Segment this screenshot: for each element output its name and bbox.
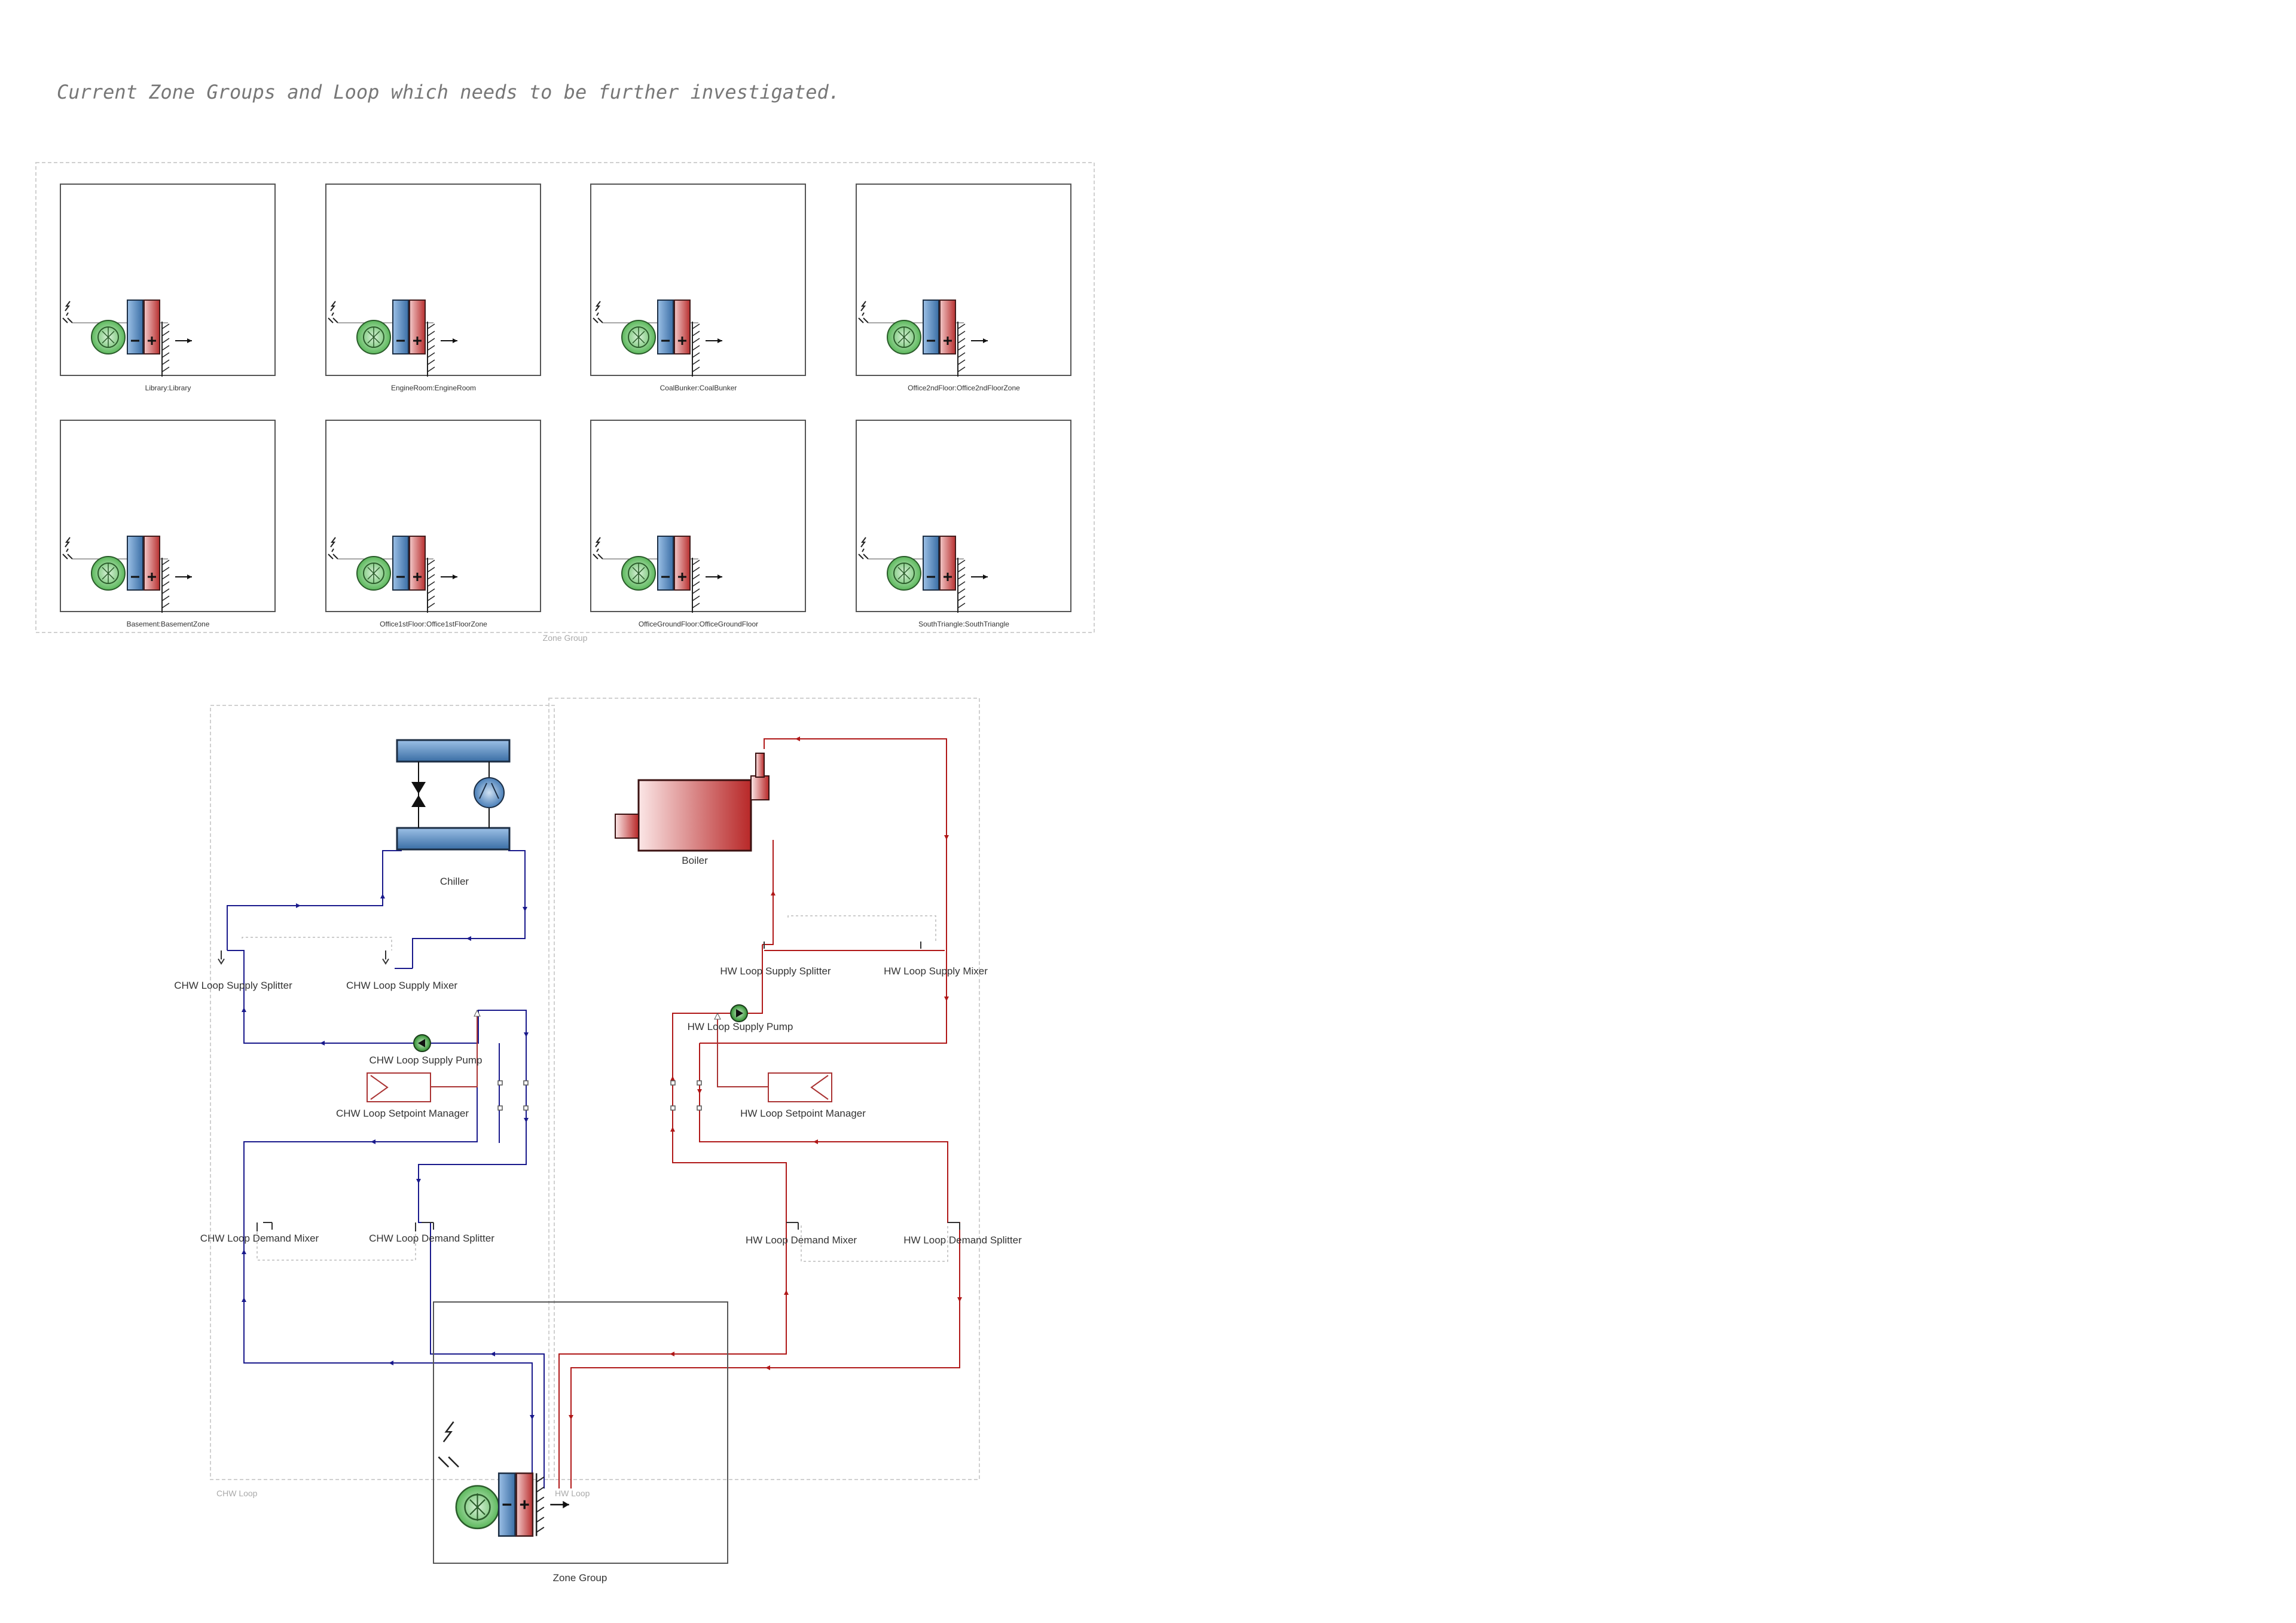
hw-setpoint-manager-label: HW Loop Setpoint Manager [740,1108,866,1119]
zone-label: CoalBunker:CoalBunker [660,384,737,392]
zone-group-panel-border [35,162,1095,633]
zone-tile[interactable]: EngineRoom:EngineRoom [325,184,541,392]
zone-tile[interactable]: Office1stFloor:Office1stFloorZone [325,420,541,628]
hw-supply-pump-label: HW Loop Supply Pump [688,1021,793,1032]
compressor-icon [474,777,505,808]
node-symbols [218,942,960,1231]
zone-group-label: Zone Group [553,1572,607,1584]
chw-supply-pump[interactable] [413,1034,431,1052]
flow-arrows [242,736,962,1420]
zone-label: OfficeGroundFloor:OfficeGroundFloor [639,620,758,628]
zone-tile[interactable]: OfficeGroundFloor:OfficeGroundFloor [590,420,806,628]
hw-demand-splitter-label: HW Loop Demand Splitter [903,1234,1022,1246]
zone-tile[interactable]: SouthTriangle:SouthTriangle [856,420,1071,628]
hw-supply-mixer-label: HW Loop Supply Mixer [884,965,988,977]
zone-tile[interactable]: Library:Library [60,184,276,392]
page-note: Current Zone Groups and Loop which needs… [57,81,840,103]
zone-group-panel: Zone Group Library:Library EngineRoom:En… [35,162,1095,643]
chw-demand-mixer-label: CHW Loop Demand Mixer [200,1233,319,1244]
dashed-connectors [242,915,948,1262]
hw-setpoint-manager[interactable] [714,1012,832,1102]
chw-loop-group-label: CHW Loop [216,1488,258,1498]
chw-setpoint-manager-label: CHW Loop Setpoint Manager [336,1108,469,1119]
zone-label: Library:Library [145,384,191,392]
chw-demand-splitter-label: CHW Loop Demand Splitter [369,1233,494,1244]
boiler-label: Boiler [682,855,708,866]
hw-supply-pump[interactable] [730,1004,748,1022]
bypass-nodes [497,1080,702,1111]
zone-label: Basement:BasementZone [127,620,210,628]
zone-group[interactable]: Zone Group [433,1301,728,1584]
zone-group-panel-caption: Zone Group [543,633,588,643]
hw-demand-mixer-label: HW Loop Demand Mixer [746,1234,857,1246]
zone-tile[interactable]: Office2ndFloor:Office2ndFloorZone [856,184,1071,392]
zone-label: Office2ndFloor:Office2ndFloorZone [908,384,1020,392]
hw-loop-group-border [548,698,980,1480]
zone-label: EngineRoom:EngineRoom [391,384,476,392]
hw-loop-group-label: HW Loop [555,1488,590,1498]
chiller[interactable]: Chiller [396,739,511,887]
hw-supply-splitter-label: HW Loop Supply Splitter [720,965,831,977]
chw-supply-mixer-label: CHW Loop Supply Mixer [346,980,457,991]
chw-setpoint-manager[interactable] [367,1009,481,1102]
zone-tile[interactable]: CoalBunker:CoalBunker [590,184,806,392]
chw-loop-group-border [210,705,555,1480]
zone-label: SouthTriangle:SouthTriangle [918,620,1009,628]
chw-pipes [227,850,545,1488]
chiller-label: Chiller [440,876,469,887]
zone-tile[interactable]: Basement:BasementZone [60,420,276,628]
chw-supply-pump-label: CHW Loop Supply Pump [370,1055,483,1066]
zone-label: Office1stFloor:Office1stFloorZone [380,620,487,628]
chw-supply-splitter-label: CHW Loop Supply Splitter [174,980,292,991]
boiler[interactable]: Boiler [615,753,770,866]
